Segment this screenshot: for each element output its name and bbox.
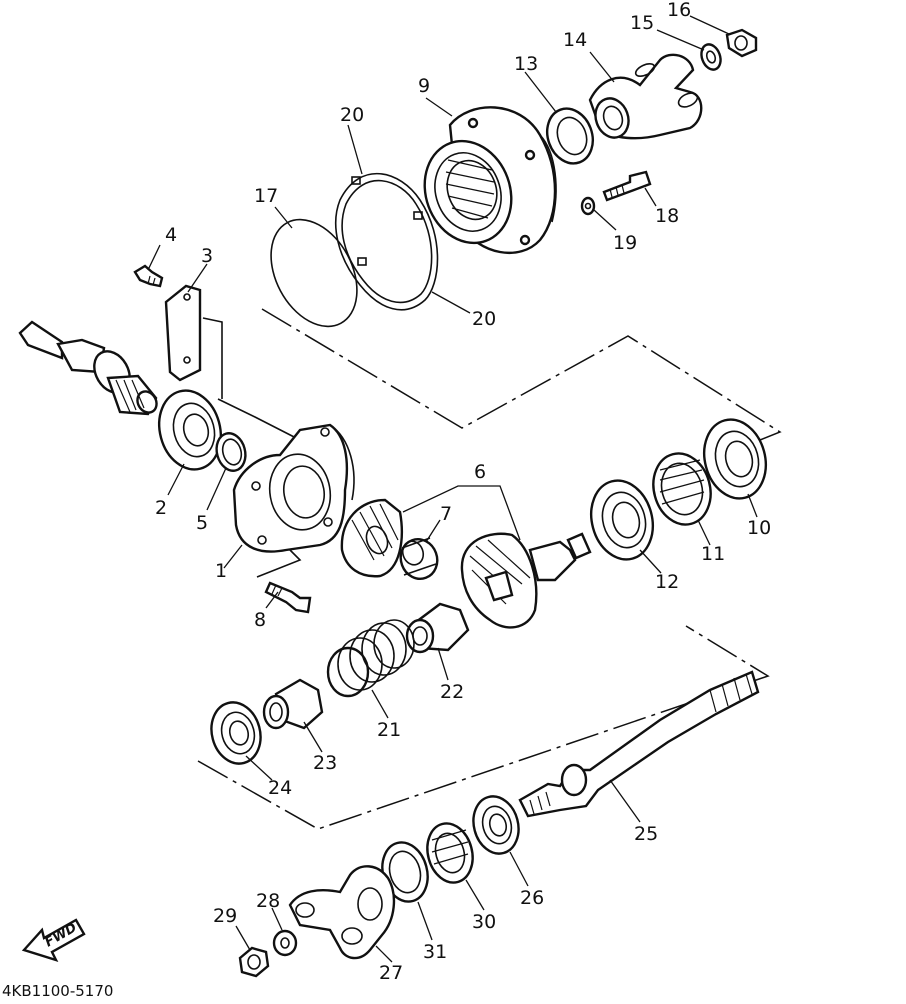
part-5-ring <box>215 432 247 472</box>
part-27-yoke <box>288 865 396 960</box>
part-25-shaft <box>518 670 760 818</box>
label-part-2: 2 <box>155 497 167 519</box>
part-15-washer <box>700 43 722 71</box>
part-7-collar <box>399 537 439 580</box>
part-11-nut <box>652 452 712 526</box>
assembly-outlines <box>197 308 782 830</box>
label-part-6: 6 <box>474 461 486 483</box>
part-24-bearing <box>210 701 262 765</box>
label-part-22: 22 <box>440 681 464 703</box>
label-part-20-bottom: 20 <box>472 308 496 330</box>
part-4-screw <box>133 264 164 288</box>
part-20-shim <box>334 172 439 311</box>
label-part-31: 31 <box>423 941 447 963</box>
label-part-7: 7 <box>440 503 452 525</box>
part-22-cam <box>405 602 470 654</box>
part-10-bearing <box>703 418 767 500</box>
label-part-3: 3 <box>201 245 213 267</box>
label-part-21: 21 <box>377 719 401 741</box>
input-shaft <box>18 320 158 416</box>
label-part-20-top: 20 <box>340 104 364 126</box>
part-12-bearing <box>590 479 654 561</box>
label-part-15: 15 <box>630 12 654 34</box>
label-part-18: 18 <box>655 205 679 227</box>
label-part-16: 16 <box>667 0 691 21</box>
label-part-25: 25 <box>634 823 658 845</box>
label-part-5: 5 <box>196 512 208 534</box>
label-part-29: 29 <box>213 905 237 927</box>
part-13-seal <box>546 107 594 165</box>
fwd-arrow-icon: FWD <box>21 918 86 962</box>
figure-code: 4KB1100-5170 <box>2 982 113 999</box>
part-30-nut <box>426 822 474 884</box>
label-part-14: 14 <box>563 29 587 51</box>
label-part-9: 9 <box>418 75 430 97</box>
part-26-bearing <box>472 795 520 855</box>
part-9-housing <box>423 106 557 254</box>
part-6-ring-gear <box>460 532 592 629</box>
part-16-nut <box>725 28 758 58</box>
label-part-30: 30 <box>472 911 496 933</box>
leader-lines <box>147 15 758 963</box>
part-14-yoke <box>588 53 703 140</box>
part-23-spacer <box>262 678 324 730</box>
part-3-plate <box>164 284 202 382</box>
label-part-24: 24 <box>268 777 292 799</box>
part-8-bolt <box>264 581 312 614</box>
part-18-bolt <box>602 170 652 202</box>
label-part-1: 1 <box>215 560 227 582</box>
part-21-spring <box>326 619 415 698</box>
label-part-28: 28 <box>256 890 280 912</box>
label-part-17: 17 <box>254 185 278 207</box>
label-part-11: 11 <box>701 543 725 565</box>
part-19-washer <box>580 196 596 216</box>
label-part-26: 26 <box>520 887 544 909</box>
label-part-13: 13 <box>514 53 538 75</box>
label-part-12: 12 <box>655 571 679 593</box>
label-part-10: 10 <box>747 517 771 539</box>
part-29-nut <box>238 946 270 978</box>
part-28-washer <box>272 929 298 957</box>
part-labels: 1 2 3 4 5 6 7 8 9 10 11 12 13 14 15 16 1… <box>155 0 771 984</box>
label-part-27: 27 <box>379 962 403 984</box>
label-part-23: 23 <box>313 752 337 774</box>
part-1-retainer <box>232 423 355 553</box>
part-2-bearing <box>158 389 222 471</box>
label-part-19: 19 <box>613 232 637 254</box>
part-6-gear-pinion <box>340 498 403 578</box>
label-part-8: 8 <box>254 609 266 631</box>
part-17-gasket <box>270 218 358 328</box>
label-part-4: 4 <box>165 224 177 246</box>
